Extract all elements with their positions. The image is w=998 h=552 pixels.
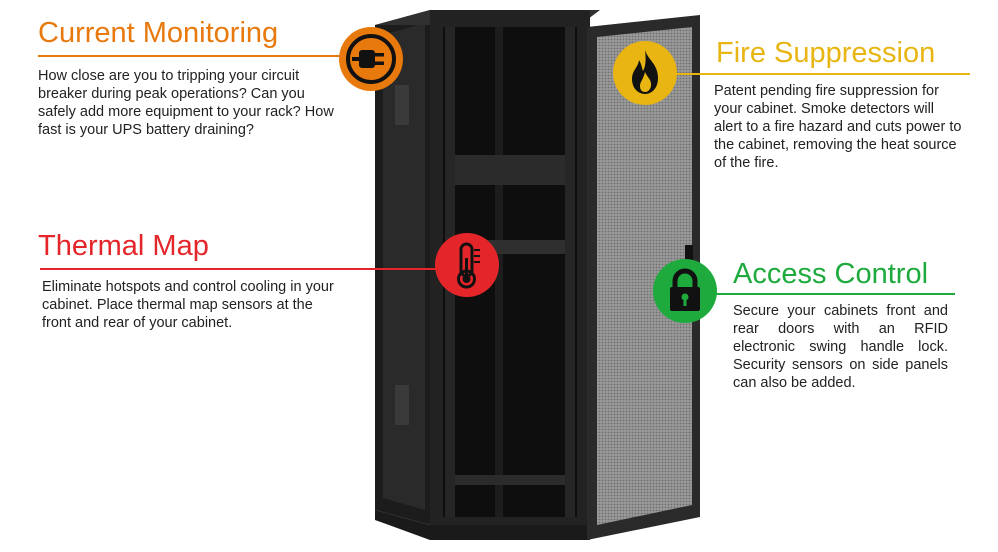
- feature-title: Thermal Map: [38, 230, 209, 262]
- title-underline: [650, 73, 970, 75]
- padlock-icon: [652, 258, 718, 324]
- feature-description: Secure your cabinets front and rear door…: [733, 303, 948, 391]
- power-plug-icon: [338, 26, 404, 92]
- feature-title: Fire Suppression: [716, 37, 936, 69]
- title-underline: [40, 268, 450, 270]
- title-underline: [690, 293, 955, 295]
- title-underline: [38, 55, 368, 57]
- feature-title: Current Monitoring: [38, 17, 279, 49]
- thermometer-icon: [434, 232, 500, 298]
- feature-title: Access Control: [733, 258, 929, 290]
- feature-description: Eliminate hotspots and control cooling i…: [42, 279, 334, 331]
- feature-description: Patent pending fire suppression for your…: [714, 83, 962, 171]
- feature-description: How close are you to tripping your circu…: [38, 68, 334, 138]
- flame-icon: [612, 40, 678, 106]
